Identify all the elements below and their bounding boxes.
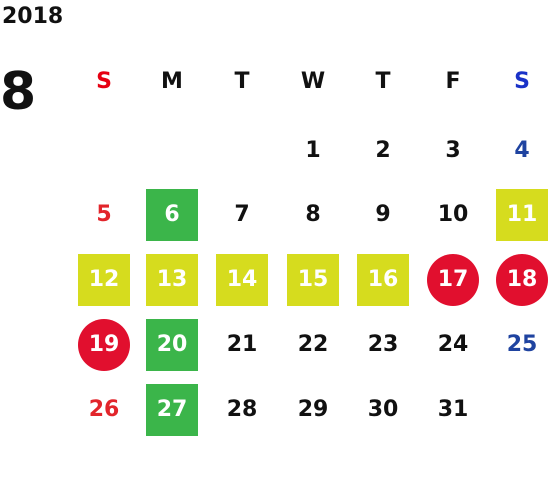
calendar-day[interactable]: 6 [146, 189, 198, 241]
calendar-day[interactable]: 5 [96, 202, 112, 227]
calendar-day[interactable]: 19 [78, 319, 130, 371]
calendar-day[interactable]: 15 [287, 254, 339, 306]
calendar-day[interactable]: 31 [437, 397, 469, 422]
weekday-label: M [161, 69, 183, 94]
calendar-day[interactable]: 30 [367, 397, 399, 422]
weekday-label: T [234, 69, 250, 94]
calendar-day[interactable]: 2 [375, 138, 391, 163]
weekday-label: T [375, 69, 391, 94]
calendar-day[interactable]: 29 [297, 397, 329, 422]
calendar-day[interactable]: 16 [357, 254, 409, 306]
weekday-label: S [96, 69, 112, 94]
calendar-day[interactable]: 9 [375, 202, 391, 227]
calendar-day[interactable]: 11 [496, 189, 548, 241]
weekday-label: W [300, 69, 326, 94]
weekday-label: F [445, 69, 461, 94]
calendar-day[interactable]: 13 [146, 254, 198, 306]
calendar-day[interactable]: 24 [437, 332, 469, 357]
calendar-day[interactable]: 21 [226, 332, 258, 357]
calendar-year: 2018 [2, 4, 64, 29]
calendar-day[interactable]: 27 [146, 384, 198, 436]
weekday-label: S [514, 69, 530, 94]
calendar-day[interactable]: 23 [367, 332, 399, 357]
calendar-day[interactable]: 12 [78, 254, 130, 306]
calendar-day[interactable]: 4 [514, 138, 530, 163]
calendar-month: 8 [0, 62, 37, 122]
calendar-day[interactable]: 20 [146, 319, 198, 371]
calendar-day[interactable]: 28 [226, 397, 258, 422]
calendar-day[interactable]: 26 [88, 397, 120, 422]
calendar-day[interactable]: 25 [506, 332, 538, 357]
calendar-day[interactable]: 7 [234, 202, 250, 227]
calendar-day[interactable]: 10 [437, 202, 469, 227]
calendar-day[interactable]: 18 [496, 254, 548, 306]
calendar-day[interactable]: 1 [305, 138, 321, 163]
calendar-day[interactable]: 8 [305, 202, 321, 227]
calendar-day[interactable]: 14 [216, 254, 268, 306]
calendar-day[interactable]: 17 [427, 254, 479, 306]
calendar-day[interactable]: 22 [297, 332, 329, 357]
calendar-day[interactable]: 3 [445, 138, 461, 163]
